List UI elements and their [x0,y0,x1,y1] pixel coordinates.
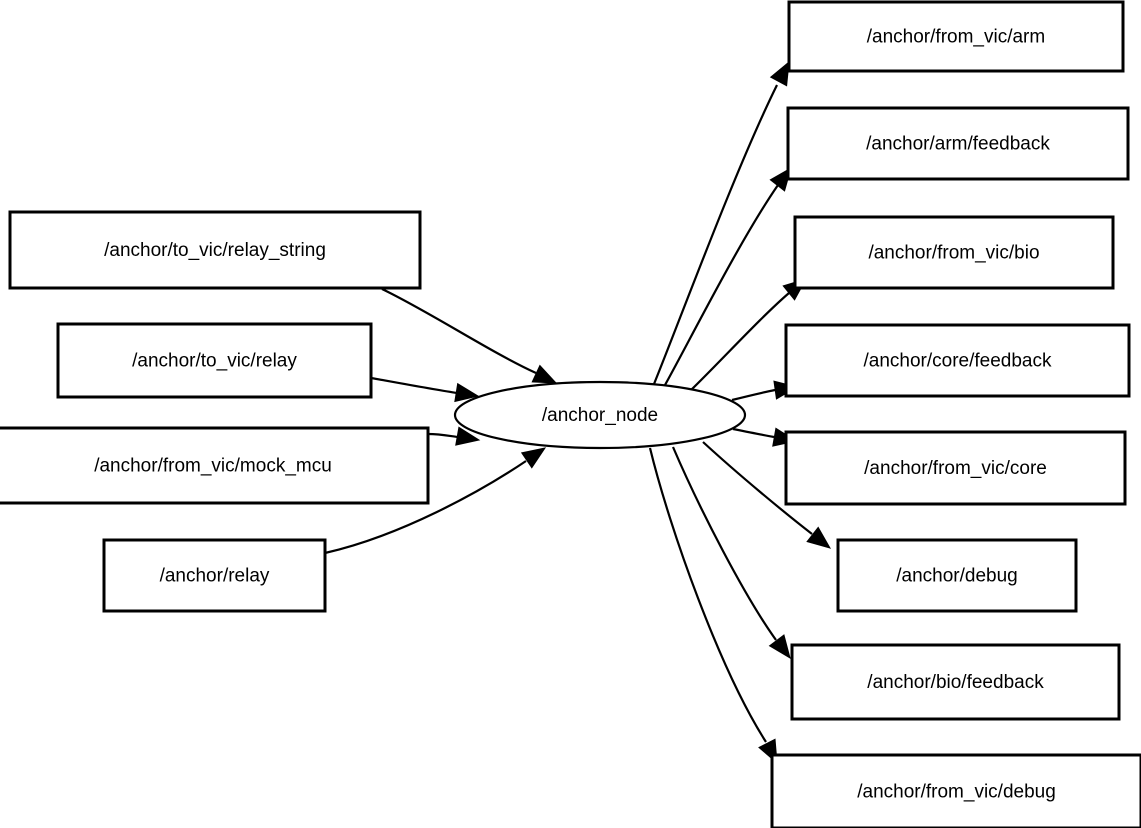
topic-box-outline [0,426,430,505]
arrowhead-icon-out-6 [768,634,791,660]
edge-in-1 [370,376,458,395]
topic-box-anchor-core-feedback[interactable]: /anchor/core/feedback [784,323,1131,398]
topic-box-label: /anchor/arm/feedback [866,134,1050,155]
topic-box-outline [56,322,373,399]
topic-box-outline [784,323,1131,398]
edge-out-4 [732,427,775,439]
edge-out-2 [689,292,790,392]
edge-out-3 [731,388,776,402]
topic-box-outline [787,0,1125,73]
edge-out-0 [652,84,778,385]
topic-box-outline [770,753,1141,828]
topic-box-label: /anchor/to_vic/relay_string [104,240,326,261]
edge-out-5 [702,441,813,535]
arrowhead-icon-out-5 [806,526,832,549]
topic-box-outline [8,210,422,290]
node-ellipse-label: /anchor_node [542,405,658,426]
topic-box-outline [836,538,1078,613]
edge-in-0 [381,288,537,375]
topic-box-label: /anchor/from_vic/debug [857,782,1056,803]
arrowhead-icon-in-2 [455,426,481,446]
arrowhead-icon-in-1 [454,382,480,403]
node-anchor-node[interactable]: /anchor_node [453,380,747,450]
topic-box-anchor-from-vic-core[interactable]: /anchor/from_vic/core [784,430,1127,506]
edge-in-3 [324,460,527,555]
edge-in-2 [427,432,459,439]
topic-box-label: /anchor/from_vic/bio [868,243,1039,264]
topic-box-outline [786,106,1130,181]
topic-box-label: /anchor/core/feedback [863,351,1052,372]
topic-box-label: /anchor/relay [160,566,270,587]
topic-box-label: /anchor/debug [896,566,1018,587]
topic-box-anchor-from-vic-mock-mcu[interactable]: /anchor/from_vic/mock_mcu [0,426,430,505]
topic-box-anchor-from-vic-debug[interactable]: /anchor/from_vic/debug [770,753,1141,828]
edge-out-1 [664,184,779,386]
topic-box-anchor-to-vic-relay-string[interactable]: /anchor/to_vic/relay_string [8,210,422,290]
arrowhead-icon-in-0 [531,364,558,384]
topic-box-outline [793,215,1115,290]
topic-box-label: /anchor/from_vic/core [864,458,1047,479]
topic-box-anchor-debug[interactable]: /anchor/debug [836,538,1078,613]
topic-box-anchor-relay[interactable]: /anchor/relay [102,538,327,613]
topic-box-label: /anchor/from_vic/mock_mcu [94,456,332,477]
topic-box-anchor-from-vic-arm[interactable]: /anchor/from_vic/arm [787,0,1125,73]
topic-box-anchor-from-vic-bio[interactable]: /anchor/from_vic/bio [793,215,1115,290]
topic-box-label: /anchor/bio/feedback [867,672,1044,693]
topic-box-anchor-to-vic-relay[interactable]: /anchor/to_vic/relay [56,322,373,399]
topic-box-outline [102,538,327,613]
arrowhead-icon-in-3 [520,447,547,469]
topic-box-anchor-arm-feedback[interactable]: /anchor/arm/feedback [786,106,1130,181]
topic-box-anchor-bio-feedback[interactable]: /anchor/bio/feedback [790,643,1121,721]
topic-box-outline [784,430,1127,506]
edge-out-6 [671,446,777,641]
node-ellipse-outline [453,380,747,450]
topic-box-label: /anchor/to_vic/relay [132,351,297,372]
topic-box-label: /anchor/from_vic/arm [867,27,1045,48]
edge-out-7 [648,447,767,743]
topic-box-outline [790,643,1121,721]
arrowhead-icon-out-0 [769,60,790,87]
